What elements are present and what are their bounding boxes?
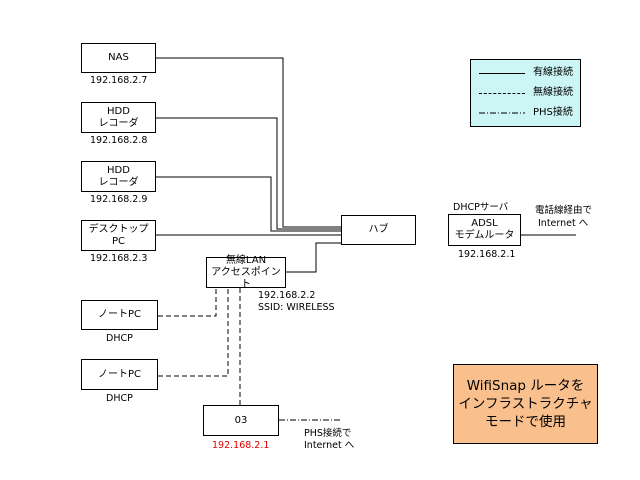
nas-ip: 192.168.2.7 (90, 75, 148, 86)
adsl-modem-router-node: ADSL モデムルータ (448, 214, 521, 246)
hdd-recorder-1-ip: 192.168.2.8 (90, 135, 148, 146)
wireless-ap-ssid: SSID: WIRELESS (258, 302, 335, 313)
legend-wireless-line (479, 93, 525, 94)
wired-link-ap (286, 242, 341, 273)
o3-router-node: 03 (203, 405, 279, 436)
note-pc-1-node: ノートPC (81, 300, 158, 330)
adsl-dhcp-caption: DHCPサーバ (453, 202, 509, 213)
nas-label: NAS (108, 52, 129, 63)
o3-router-ip: 192.168.2.1 (212, 440, 270, 451)
usage-note: WifiSnap ルータを インフラストラクチャ モードで使用 (453, 364, 598, 444)
wired-link-nas (156, 57, 341, 228)
desktop-pc-node: デスクトップ PC (81, 220, 156, 251)
legend-phs-line (479, 112, 525, 114)
note-pc-1-label: ノートPC (97, 309, 141, 320)
wireless-ap-label-line1: 無線LAN (225, 254, 267, 266)
adsl-label-line2: モデムルータ (454, 230, 515, 241)
note-pc-2-ip: DHCP (106, 393, 133, 404)
hdd-recorder-1-node: HDD レコーダ (81, 102, 156, 133)
desktop-pc-label-line1: デスクトップ (88, 223, 149, 235)
adsl-internet-label-line1: 電話線経由で (535, 205, 593, 216)
legend-wireless-label: 無線接続 (533, 87, 573, 98)
wireless-ap-node: 無線LAN アクセスポイント (206, 254, 286, 290)
desktop-pc-label-line2: PC (111, 235, 125, 247)
hdd-recorder-2-node: HDD レコーダ (81, 161, 156, 192)
legend-wired-label: 有線接続 (533, 67, 573, 78)
legend-row-phs: PHS接続 (479, 107, 579, 119)
usage-note-line2: インフラストラクチャ (458, 396, 593, 412)
note-pc-2-label: ノートPC (97, 368, 141, 380)
wireless-link-notepc1 (158, 288, 217, 317)
wired-link-hdd2 (156, 176, 341, 232)
usage-note-line1: WifiSnap ルータを (466, 378, 585, 394)
adsl-internet-label-line2: Internet へ (538, 218, 589, 229)
hub-label: ハブ (368, 224, 389, 235)
desktop-pc-ip: 192.168.2.3 (90, 253, 148, 264)
legend-phs-label: PHS接続 (533, 107, 573, 118)
hdd-recorder-2-label-line2: レコーダ (98, 176, 139, 188)
legend: 有線接続 無線接続 PHS接続 (470, 59, 581, 127)
adsl-label-line1: ADSL (471, 218, 498, 229)
wireless-link-notepc2 (158, 288, 229, 377)
hdd-recorder-1-label-line2: レコーダ (98, 117, 139, 129)
hub-node: ハブ (341, 215, 416, 245)
o3-internet-label-line1: PHS接続で (304, 428, 352, 439)
o3-router-label: 03 (234, 414, 248, 426)
wired-link-hdd1 (156, 117, 341, 230)
wireless-ap-ip: 192.168.2.2 (258, 290, 316, 301)
legend-row-wireless: 無線接続 (479, 87, 579, 99)
hdd-recorder-1-label-line1: HDD (107, 105, 130, 117)
hdd-recorder-2-label-line1: HDD (107, 164, 130, 176)
wireless-ap-label-line2: アクセスポイント (211, 266, 281, 290)
hdd-recorder-2-ip: 192.168.2.9 (90, 194, 148, 205)
note-pc-1-ip: DHCP (106, 333, 133, 344)
adsl-ip: 192.168.2.1 (458, 249, 516, 260)
o3-internet-label-line2: Internet へ (304, 440, 355, 451)
note-pc-2-node: ノートPC (81, 359, 158, 390)
usage-note-line3: モードで使用 (485, 414, 566, 430)
legend-wired-line (479, 73, 525, 74)
legend-row-wired: 有線接続 (479, 67, 579, 79)
nas-node: NAS (81, 43, 156, 73)
